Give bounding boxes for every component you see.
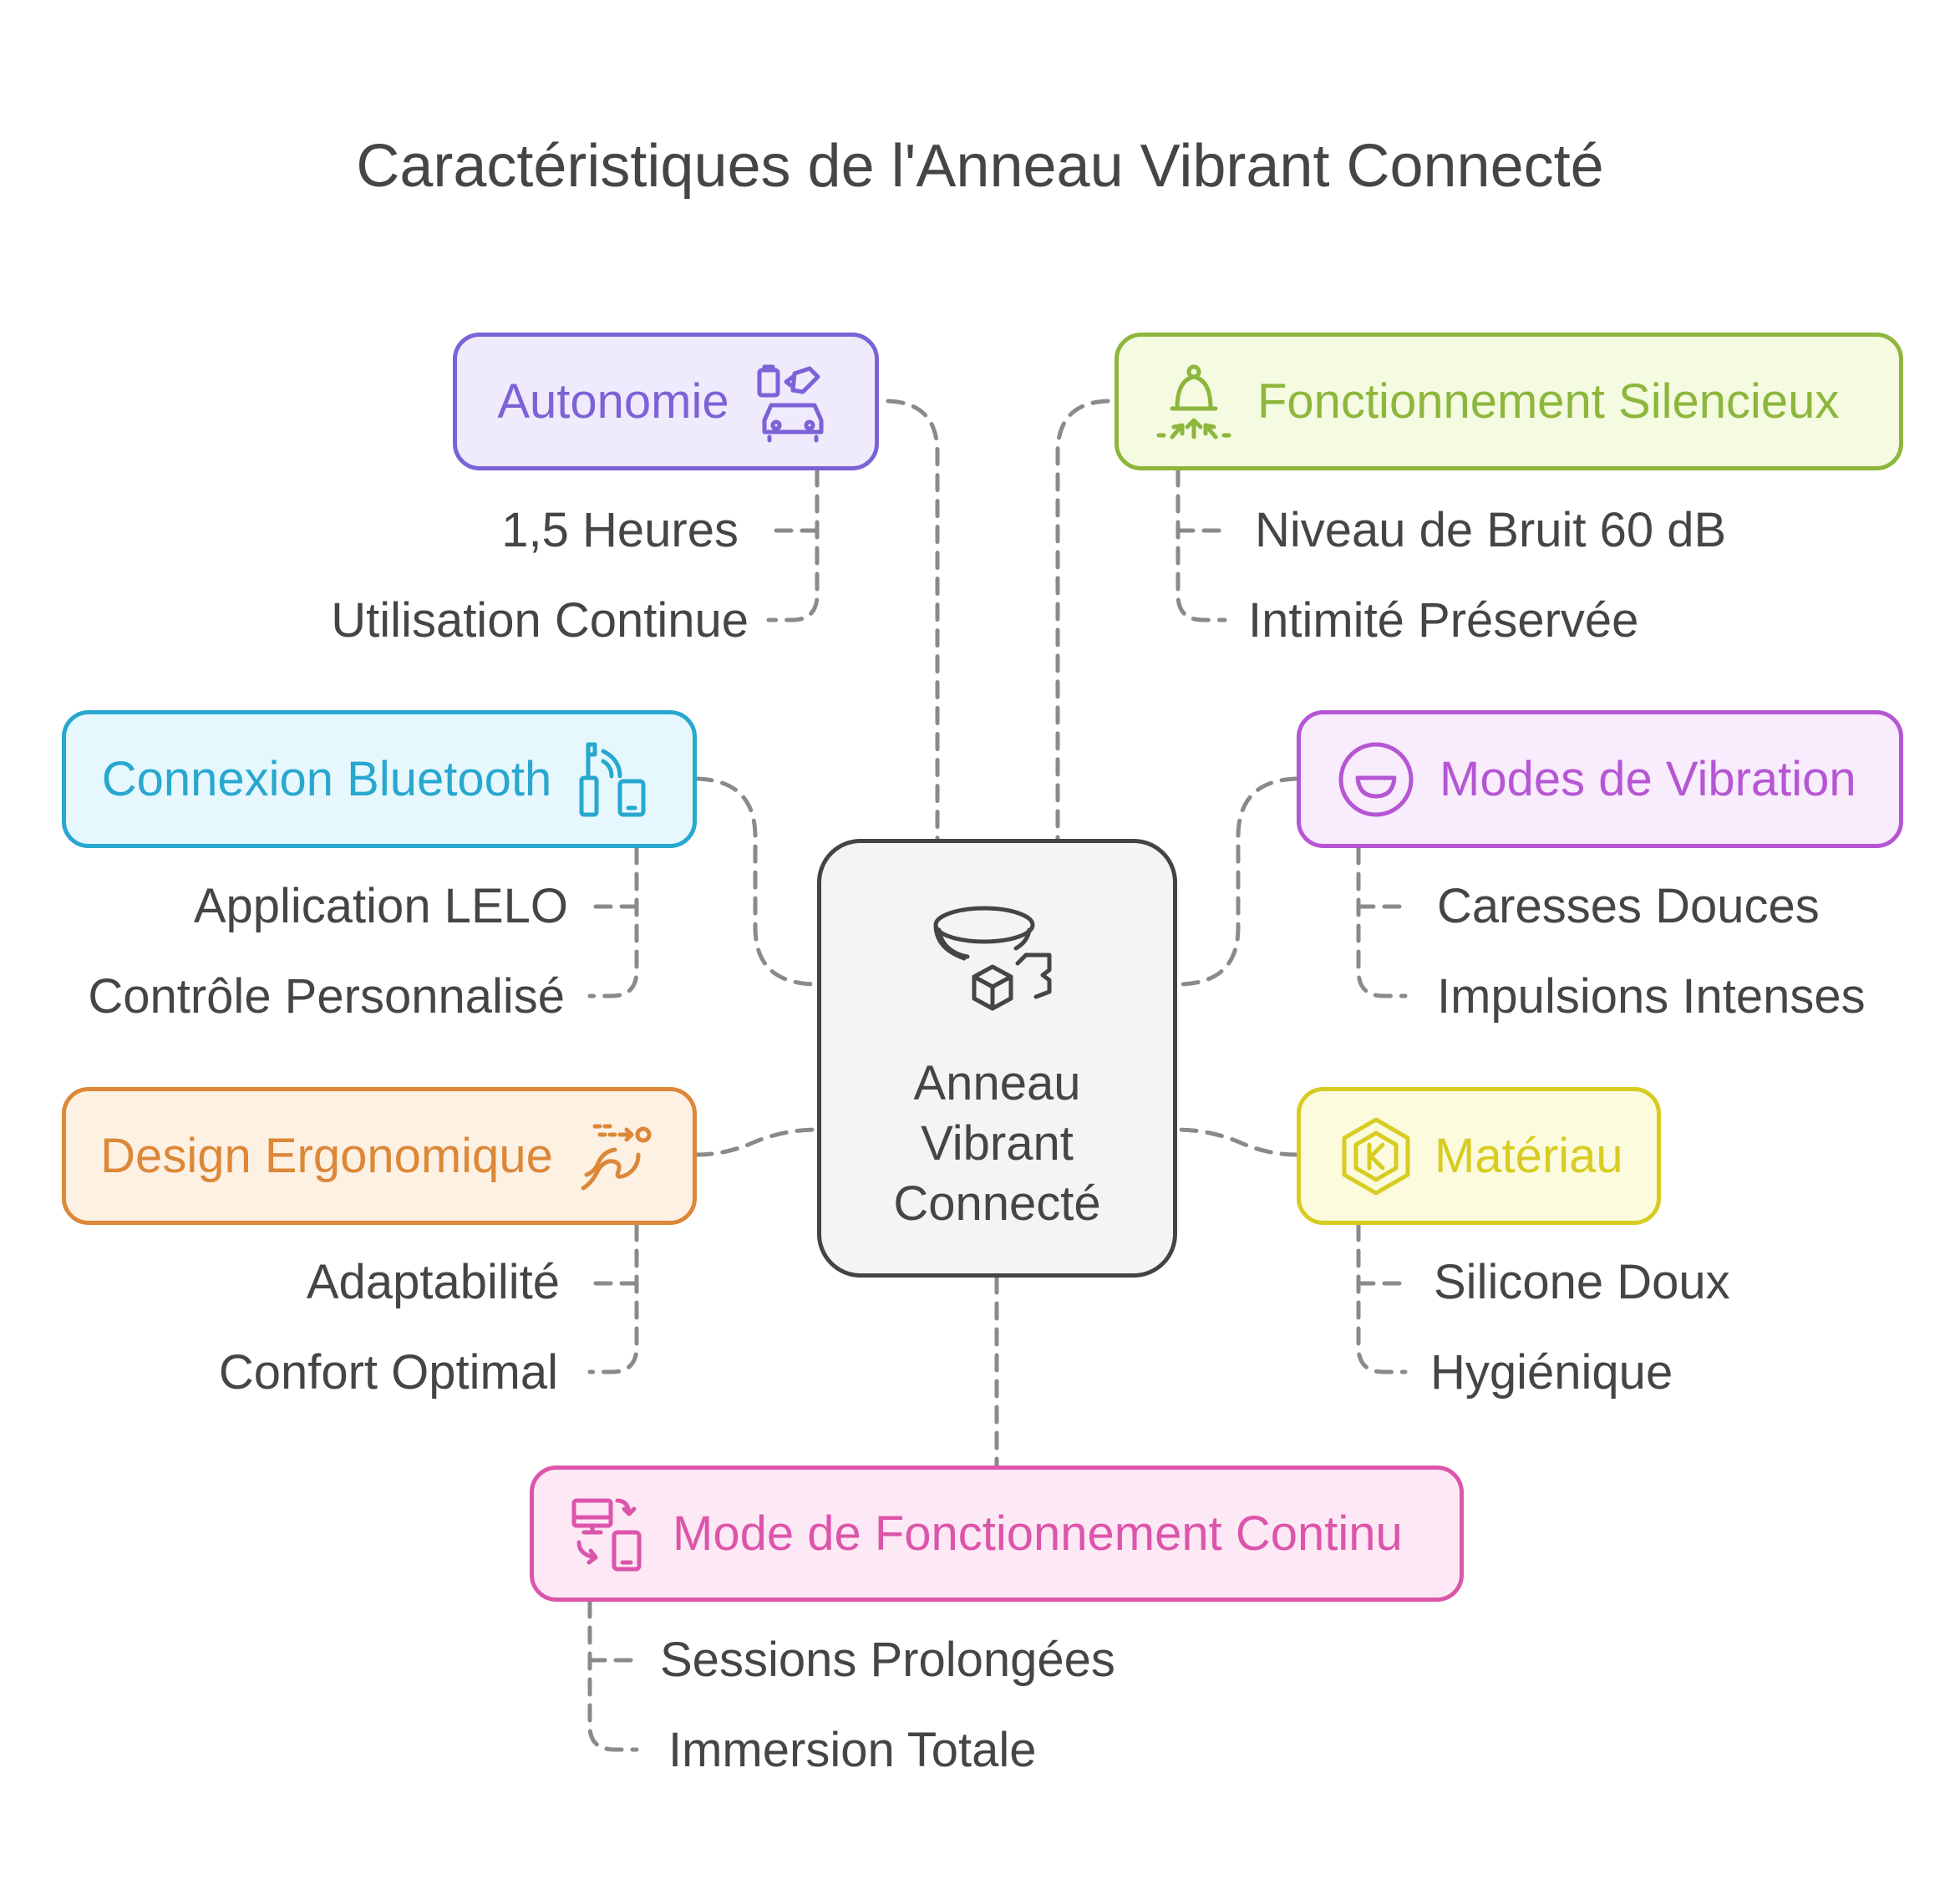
node-autonomie: Autonomie <box>453 333 879 470</box>
detail-materiau-1: Silicone Doux <box>1434 1255 1730 1309</box>
detail-bluetooth-2: Contrôle Personnalisé <box>88 969 565 1024</box>
detail-ergonomique-1: Adaptabilité <box>306 1255 560 1309</box>
node-connexion-bluetooth-label: Connexion Bluetooth <box>101 752 552 806</box>
ergonomic-flow-icon <box>575 1115 658 1198</box>
node-modes-vibration-label: Modes de Vibration <box>1440 752 1856 806</box>
detail-vibration-1: Caresses Douces <box>1437 879 1820 933</box>
node-mode-fonctionnement-continu-label: Mode de Fonctionnement Continu <box>673 1506 1403 1561</box>
battery-car-icon <box>751 360 835 444</box>
node-design-ergonomique-label: Design Ergonomique <box>100 1129 553 1183</box>
node-connexion-bluetooth: Connexion Bluetooth <box>62 710 697 848</box>
detail-ergonomique-2: Confort Optimal <box>218 1345 558 1400</box>
central-topic-line-1: Anneau <box>913 1056 1081 1110</box>
central-topic-line-2: Vibrant <box>921 1116 1074 1171</box>
central-topic: Anneau Vibrant Connecté <box>817 839 1177 1278</box>
node-materiau-label: Matériau <box>1434 1129 1623 1183</box>
node-materiau: Matériau <box>1297 1087 1661 1225</box>
detail-autonomie-2: Utilisation Continue <box>331 593 749 648</box>
detail-vibration-2: Impulsions Intenses <box>1437 969 1866 1024</box>
central-topic-line-3: Connecté <box>893 1176 1101 1231</box>
node-autonomie-label: Autonomie <box>497 374 729 429</box>
detail-continu-2: Immersion Totale <box>668 1723 1037 1777</box>
node-fonctionnement-silencieux-label: Fonctionnement Silencieux <box>1257 374 1840 429</box>
detail-bluetooth-1: Application LELO <box>193 879 568 933</box>
detail-materiau-2: Hygiénique <box>1430 1345 1673 1400</box>
bluetooth-devices-icon <box>573 738 657 821</box>
devices-sync-icon <box>567 1492 651 1576</box>
node-design-ergonomique: Design Ergonomique <box>62 1087 697 1225</box>
bell-silent-icon <box>1152 360 1236 444</box>
detail-autonomie-1: 1,5 Heures <box>501 503 739 557</box>
ring-cube-icon <box>933 906 1051 1011</box>
node-fonctionnement-silencieux: Fonctionnement Silencieux <box>1115 333 1903 470</box>
detail-silencieux-1: Niveau de Bruit 60 dB <box>1255 503 1727 557</box>
node-modes-vibration: Modes de Vibration <box>1297 710 1903 848</box>
node-mode-fonctionnement-continu: Mode de Fonctionnement Continu <box>530 1466 1464 1602</box>
smile-icon <box>1334 738 1418 821</box>
material-k-icon <box>1334 1115 1418 1198</box>
detail-continu-1: Sessions Prolongées <box>660 1633 1115 1687</box>
central-topic-label: Anneau Vibrant Connecté <box>893 1054 1100 1234</box>
detail-silencieux-2: Intimité Préservée <box>1248 593 1639 648</box>
diagram-title: Caractéristiques de l'Anneau Vibrant Con… <box>356 133 1604 200</box>
